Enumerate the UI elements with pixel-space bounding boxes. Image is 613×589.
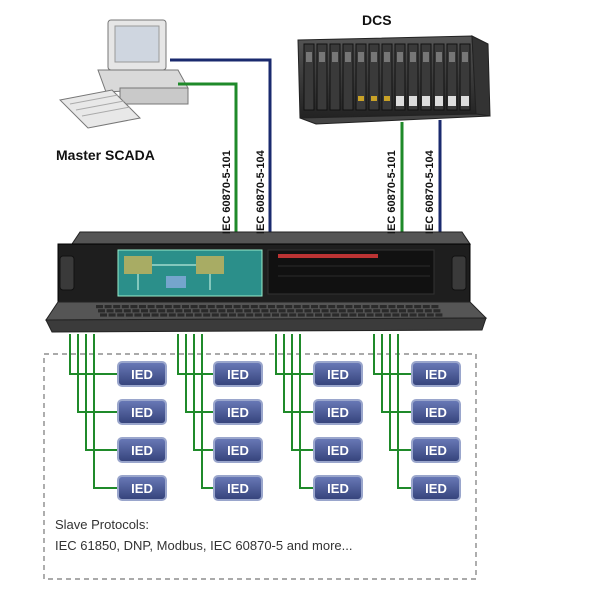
ied-link (291, 334, 314, 451)
dcs-module (433, 43, 445, 111)
ied-label: IED (327, 443, 349, 458)
ied-device: IED (213, 437, 263, 463)
ied-link (299, 334, 314, 489)
ied-label: IED (227, 367, 249, 382)
dcs-module (303, 43, 315, 111)
dcs-module (342, 43, 354, 111)
slave-boundary (43, 353, 477, 580)
ied-label: IED (425, 481, 447, 496)
ied-column: IED IED IED IED (373, 334, 461, 501)
dcs-module (329, 43, 341, 111)
ied-device: IED (411, 475, 461, 501)
dcs-protocol-104-label: IEC 60870-5-104 (424, 150, 436, 234)
gateway-chassis-icon (45, 231, 488, 333)
master-protocol-104-label: IEC 60870-5-104 (255, 150, 267, 234)
ied-device: IED (117, 399, 167, 425)
ied-device: IED (213, 361, 263, 387)
master-scada-label: Master SCADA (56, 147, 155, 163)
ied-device: IED (411, 361, 461, 387)
ied-device: IED (313, 361, 363, 387)
master-links (170, 58, 272, 242)
ied-device: IED (411, 399, 461, 425)
ied-label: IED (227, 405, 249, 420)
ied-link (93, 334, 118, 489)
ied-link (77, 334, 118, 413)
ied-label: IED (425, 443, 447, 458)
ied-device: IED (213, 399, 263, 425)
ied-label: IED (131, 405, 153, 420)
slave-protocols-title: Slave Protocols: (55, 517, 149, 532)
ied-link (381, 334, 412, 413)
ied-column: IED IED IED IED (69, 334, 167, 501)
dcs-module (316, 43, 328, 111)
ied-link (373, 334, 412, 375)
ied-label: IED (227, 443, 249, 458)
dcs-rack-icon (297, 35, 491, 125)
dcs-module (407, 43, 419, 111)
dcs-protocol-101-label: IEC 60870-5-101 (386, 150, 398, 234)
ied-device: IED (117, 361, 167, 387)
ied-label: IED (327, 367, 349, 382)
ied-device: IED (411, 437, 461, 463)
master-link-101 (178, 82, 238, 242)
ied-device: IED (213, 475, 263, 501)
ied-link (389, 334, 412, 451)
ied-label: IED (227, 481, 249, 496)
ied-link (85, 334, 118, 451)
ied-label: IED (131, 481, 153, 496)
ied-device: IED (117, 437, 167, 463)
computer-icon (58, 19, 189, 129)
dcs-module (446, 43, 458, 111)
ied-groups: IEDIEDIEDIEDIEDIEDIEDIEDIEDIEDIEDIEDIEDI… (69, 334, 461, 501)
ied-device: IED (313, 475, 363, 501)
ied-device: IED (313, 437, 363, 463)
dcs-module (355, 43, 367, 111)
dcs-module (459, 43, 471, 111)
ied-link (283, 334, 314, 413)
dcs-links (400, 120, 442, 242)
ied-label: IED (131, 443, 153, 458)
slave-protocols-list: IEC 61850, DNP, Modbus, IEC 60870-5 and … (55, 538, 353, 553)
ied-column: IED IED IED IED (177, 334, 263, 501)
ied-link (397, 334, 412, 489)
ied-label: IED (327, 481, 349, 496)
ied-column: IED IED IED IED (275, 334, 363, 501)
ied-label: IED (327, 405, 349, 420)
dcs-module (394, 43, 406, 111)
ied-link (185, 334, 214, 413)
ied-link (201, 334, 214, 489)
dcs-label: DCS (362, 12, 392, 28)
ied-device: IED (313, 399, 363, 425)
dcs-module (420, 43, 432, 111)
ied-link (69, 334, 118, 375)
ied-label: IED (425, 367, 447, 382)
ied-label: IED (425, 405, 447, 420)
dcs-module (381, 43, 393, 111)
ied-label: IED (131, 367, 153, 382)
master-protocol-101-label: IEC 60870-5-101 (221, 150, 233, 234)
ied-link (193, 334, 214, 451)
ied-device: IED (117, 475, 167, 501)
ied-link (275, 334, 314, 375)
dcs-module (368, 43, 380, 111)
master-link-104 (170, 58, 272, 242)
